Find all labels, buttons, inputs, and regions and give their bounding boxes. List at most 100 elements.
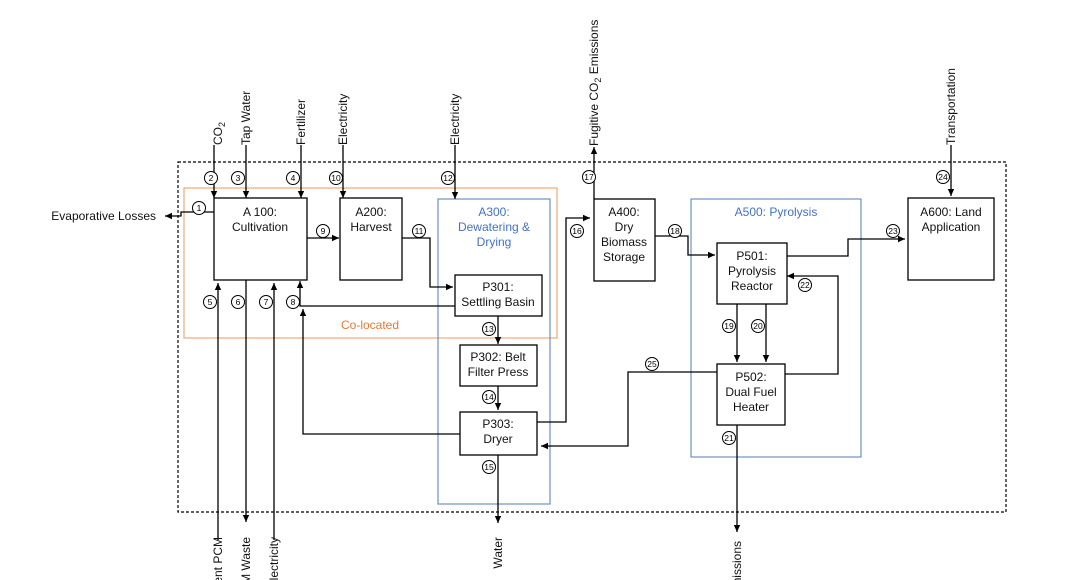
stream-number-24: 24 xyxy=(936,170,950,184)
fugitive-emissions-label: Fugitive CO2 Emissions xyxy=(587,20,603,146)
stream-number-label: 8 xyxy=(291,297,296,307)
a500-label: A500: Pyrolysis xyxy=(735,205,818,219)
system-boundary xyxy=(177,161,1007,513)
p501-line1: P501: xyxy=(736,249,767,263)
stream-number-6: 6 xyxy=(231,295,245,309)
stream-number-9: 9 xyxy=(316,224,330,238)
a200-line2: Harvest xyxy=(350,220,392,234)
stream-number-label: 19 xyxy=(724,321,734,331)
spent-pcm-label: Spent PCM xyxy=(211,537,225,580)
evaporative-losses-label: Evaporative Losses xyxy=(51,209,156,223)
flow-lines xyxy=(165,145,955,540)
stream-number-16: 16 xyxy=(570,224,584,238)
a400-line1: A400: xyxy=(608,205,639,219)
stream-number-label: 21 xyxy=(724,433,734,443)
stream-number-5: 5 xyxy=(203,295,217,309)
stream-number-label: 13 xyxy=(484,324,494,334)
box-a600: A600: Land Application xyxy=(907,197,995,281)
box-a100: A 100: Cultivation xyxy=(213,197,308,281)
box-a200: A200: Harvest xyxy=(339,197,403,281)
stream-number-label: 3 xyxy=(236,173,241,183)
a500-region xyxy=(690,198,862,458)
pcm-waste-label: PCM Waste xyxy=(239,537,253,580)
p302-line1: P302: Belt xyxy=(470,350,526,364)
stream-number-21: 21 xyxy=(722,431,736,445)
electricity-label-2: Electricity xyxy=(448,94,462,145)
stream-number-label: 17 xyxy=(584,172,594,182)
electricity-label-3: Electricity xyxy=(267,537,281,580)
box-p302: P302: Belt Filter Press xyxy=(459,344,538,387)
stream-number-label: 16 xyxy=(572,226,582,236)
stream-number-17: 17 xyxy=(582,170,596,184)
stream-number-label: 9 xyxy=(321,226,326,236)
stream-number-label: 1 xyxy=(197,203,202,213)
p501-line2: Pyrolysis xyxy=(728,264,776,278)
a400-line4: Storage xyxy=(603,250,645,264)
a400-line3: Biomass xyxy=(601,235,647,249)
a300-label-3: Drying xyxy=(477,235,512,249)
stream-number-19: 19 xyxy=(722,319,736,333)
stream-number-3: 3 xyxy=(231,171,245,185)
box-p303: P303: Dryer xyxy=(459,411,538,456)
stream-number-label: 18 xyxy=(670,226,680,236)
stream-number-4: 4 xyxy=(286,171,300,185)
stream-number-14: 14 xyxy=(482,390,496,404)
stream-number-12: 12 xyxy=(441,171,455,185)
colocated-label: Co-located xyxy=(341,318,399,332)
stream-number-label: 2 xyxy=(209,173,214,183)
stream-number-10: 10 xyxy=(329,171,343,185)
a100-line1: A 100: xyxy=(243,205,277,219)
co2-label: CO2 xyxy=(211,122,227,145)
stream-number-label: 6 xyxy=(236,297,241,307)
stream-number-label: 23 xyxy=(888,226,898,236)
p301-line2: Settling Basin xyxy=(461,295,534,309)
transportation-label: Transportation xyxy=(944,68,958,145)
stream-number-label: 10 xyxy=(331,173,341,183)
stream-number-7: 7 xyxy=(259,295,273,309)
a300-label-1: A300: xyxy=(478,205,509,219)
stream-number-11: 11 xyxy=(412,224,426,238)
box-p301: P301: Settling Basin xyxy=(454,274,543,317)
stream-number-18: 18 xyxy=(668,224,682,238)
a300-label-2: Dewatering & xyxy=(458,220,530,234)
stream-number-23: 23 xyxy=(886,224,900,238)
p501-line3: Reactor xyxy=(731,279,773,293)
a200-line1: A200: xyxy=(355,205,386,219)
stream-number-22: 22 xyxy=(798,278,812,292)
stream-number-label: 22 xyxy=(800,280,810,290)
stream-number-label: 11 xyxy=(415,226,424,236)
stream-number-label: 25 xyxy=(647,359,657,369)
stream-number-15: 15 xyxy=(482,460,496,474)
stream-number-8: 8 xyxy=(286,295,300,309)
p303-line1: P303: xyxy=(482,417,513,431)
p303-line2: Dryer xyxy=(483,432,512,446)
p302-line2: Filter Press xyxy=(468,365,529,379)
electricity-label-1: Electricity xyxy=(336,94,350,145)
stream-number-13: 13 xyxy=(482,322,496,336)
a600-line1: A600: Land xyxy=(920,205,981,219)
colocated-region xyxy=(183,187,558,339)
a400-line2: Dry xyxy=(615,220,634,234)
a300-region xyxy=(437,198,551,505)
stream-number-1: 1 xyxy=(192,201,206,215)
p502-line2: Dual Fuel xyxy=(725,385,776,399)
tap-water-label: Tap Water xyxy=(239,91,253,145)
box-a400: A400: Dry Biomass Storage xyxy=(593,198,656,282)
a100-line2: Cultivation xyxy=(232,220,288,234)
stream-number-label: 20 xyxy=(753,321,763,331)
stream-number-label: 12 xyxy=(443,173,453,183)
stream-number-label: 4 xyxy=(291,173,296,183)
stream-number-label: 15 xyxy=(484,462,494,472)
box-p502: P502: Dual Fuel Heater xyxy=(716,363,786,426)
box-p501: P501: Pyrolysis Reactor xyxy=(716,242,788,305)
p301-line1: P301: xyxy=(482,280,513,294)
p502-line1: P502: xyxy=(735,370,766,384)
fertilizer-label: Fertilizer xyxy=(294,99,308,145)
stream-number-label: 5 xyxy=(208,297,213,307)
a600-line2: Application xyxy=(922,220,981,234)
p502-line3: Heater xyxy=(733,400,769,414)
stream-number-2: 2 xyxy=(204,171,218,185)
stream-number-label: 24 xyxy=(938,172,948,182)
